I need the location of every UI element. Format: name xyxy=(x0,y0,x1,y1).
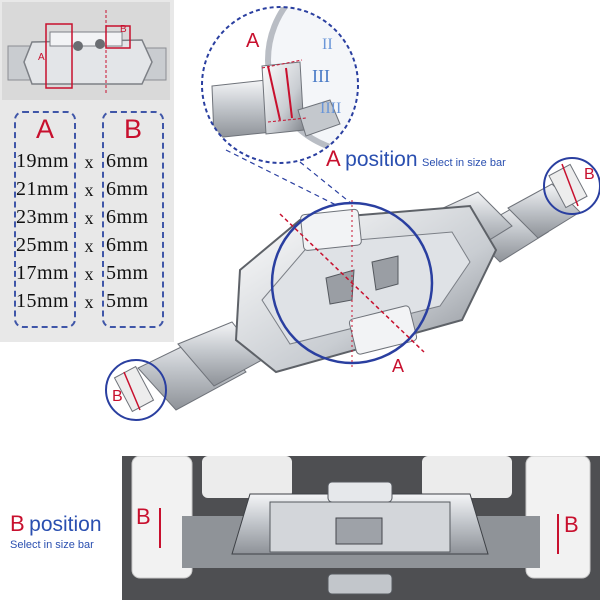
a-position-word: position xyxy=(345,148,418,171)
b-left-end-label: B xyxy=(112,388,123,405)
a-position-hint: Select in size bar xyxy=(421,157,506,169)
b-right-end-label: B xyxy=(584,166,595,183)
size-x: x xyxy=(84,180,94,200)
a-position-caption: A position Select in size bar xyxy=(326,146,506,172)
b-right-end-circle xyxy=(543,157,600,215)
size-a-25: 25mm xyxy=(16,234,70,256)
size-column-b xyxy=(102,111,164,328)
b-position-word: position xyxy=(29,513,102,536)
size-a-17: 17mm xyxy=(16,262,70,284)
size-header-b: B xyxy=(123,114,142,144)
size-b-row3: 6mm xyxy=(106,206,149,228)
b-left-end-circle xyxy=(105,359,167,421)
clasp-illustration xyxy=(105,6,600,421)
size-x: x xyxy=(84,208,94,228)
thumb-label-b: B xyxy=(120,24,127,35)
b-position-caption: B position xyxy=(10,511,102,537)
size-header-a: A xyxy=(35,114,54,144)
b-position-letter: B xyxy=(10,511,25,536)
b-position-hint: Select in size bar xyxy=(10,539,94,551)
watch-zoom-circle xyxy=(201,6,359,164)
size-b-row5: 5mm xyxy=(106,262,149,284)
thumb-label-a: A xyxy=(38,52,45,63)
watch-numeral-bot: IIII xyxy=(320,100,342,117)
size-b-row4: 6mm xyxy=(106,234,149,256)
size-b-row2: 6mm xyxy=(106,178,149,200)
size-b-row6: 5mm xyxy=(106,290,149,312)
ceramic-band-drawing xyxy=(122,456,600,600)
size-a-23: 23mm xyxy=(16,206,70,228)
clasp-label-a: A xyxy=(392,356,405,376)
size-info-panel: A B A B 19mm x 6mm 21mm x 6mm 23mm x 6mm… xyxy=(0,0,174,342)
zoom-label-a: A xyxy=(246,30,260,52)
photo-label-b-left: B xyxy=(136,504,151,529)
size-x: x xyxy=(84,152,94,172)
butterfly-clasp xyxy=(234,204,498,374)
size-a-19: 19mm xyxy=(16,150,70,172)
photo-label-b-right: B xyxy=(564,512,579,537)
a-position-letter: A xyxy=(326,146,341,171)
size-x: x xyxy=(84,236,94,256)
size-column-a xyxy=(14,111,76,328)
size-b-row1: 6mm xyxy=(106,150,149,172)
clasp-thumbnail: A B xyxy=(2,2,170,100)
size-x: x xyxy=(84,292,94,312)
size-x: x xyxy=(84,264,94,284)
a-measure-line xyxy=(279,213,425,353)
size-a-15: 15mm xyxy=(16,290,70,312)
clasp-thumbnail-drawing xyxy=(2,2,170,100)
ceramic-band-photo: B B xyxy=(122,456,600,600)
watch-numeral-top: II xyxy=(322,36,333,53)
size-a-21: 21mm xyxy=(16,178,70,200)
a-position-magnifier xyxy=(270,201,434,365)
watch-numeral-mid: III xyxy=(312,66,330,86)
